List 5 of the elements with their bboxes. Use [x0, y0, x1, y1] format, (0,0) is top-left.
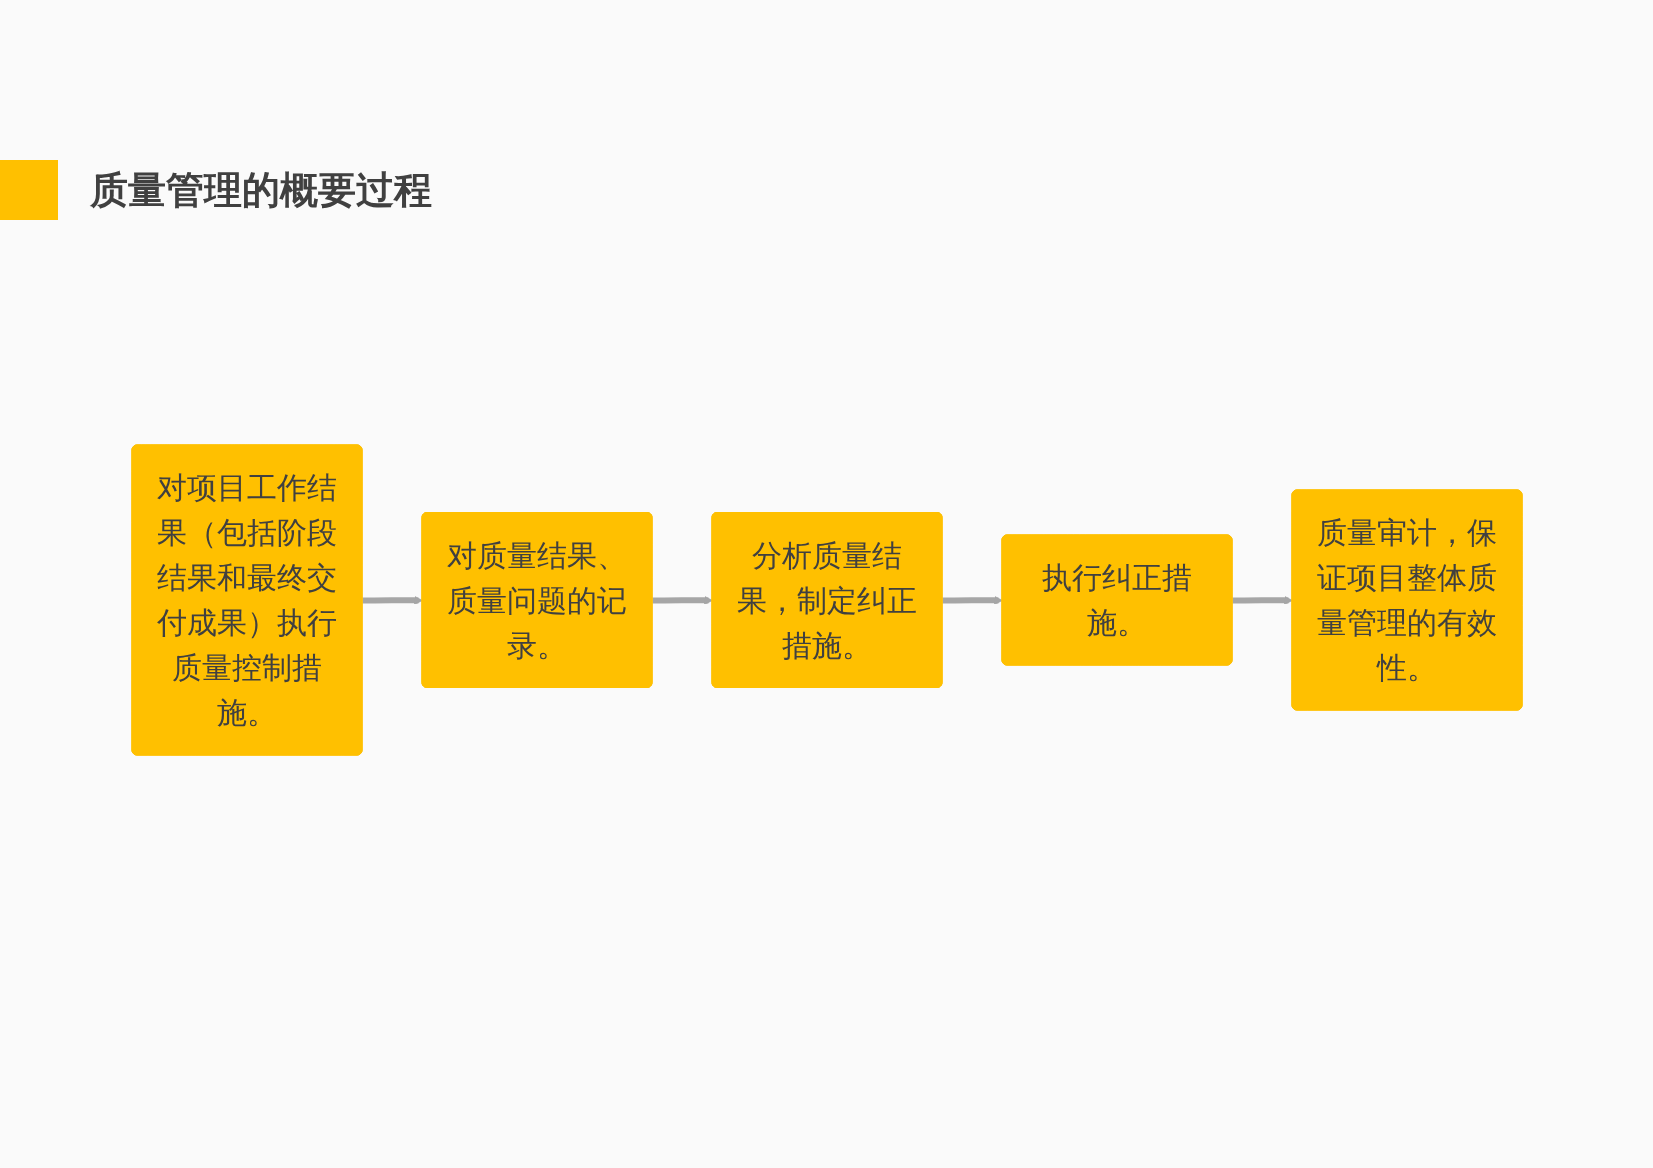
arrow [1231, 595, 1293, 605]
arrow [941, 595, 1003, 605]
arrow [361, 595, 423, 605]
arrow [651, 595, 713, 605]
title: 质量管理的概要过程 [90, 166, 432, 214]
